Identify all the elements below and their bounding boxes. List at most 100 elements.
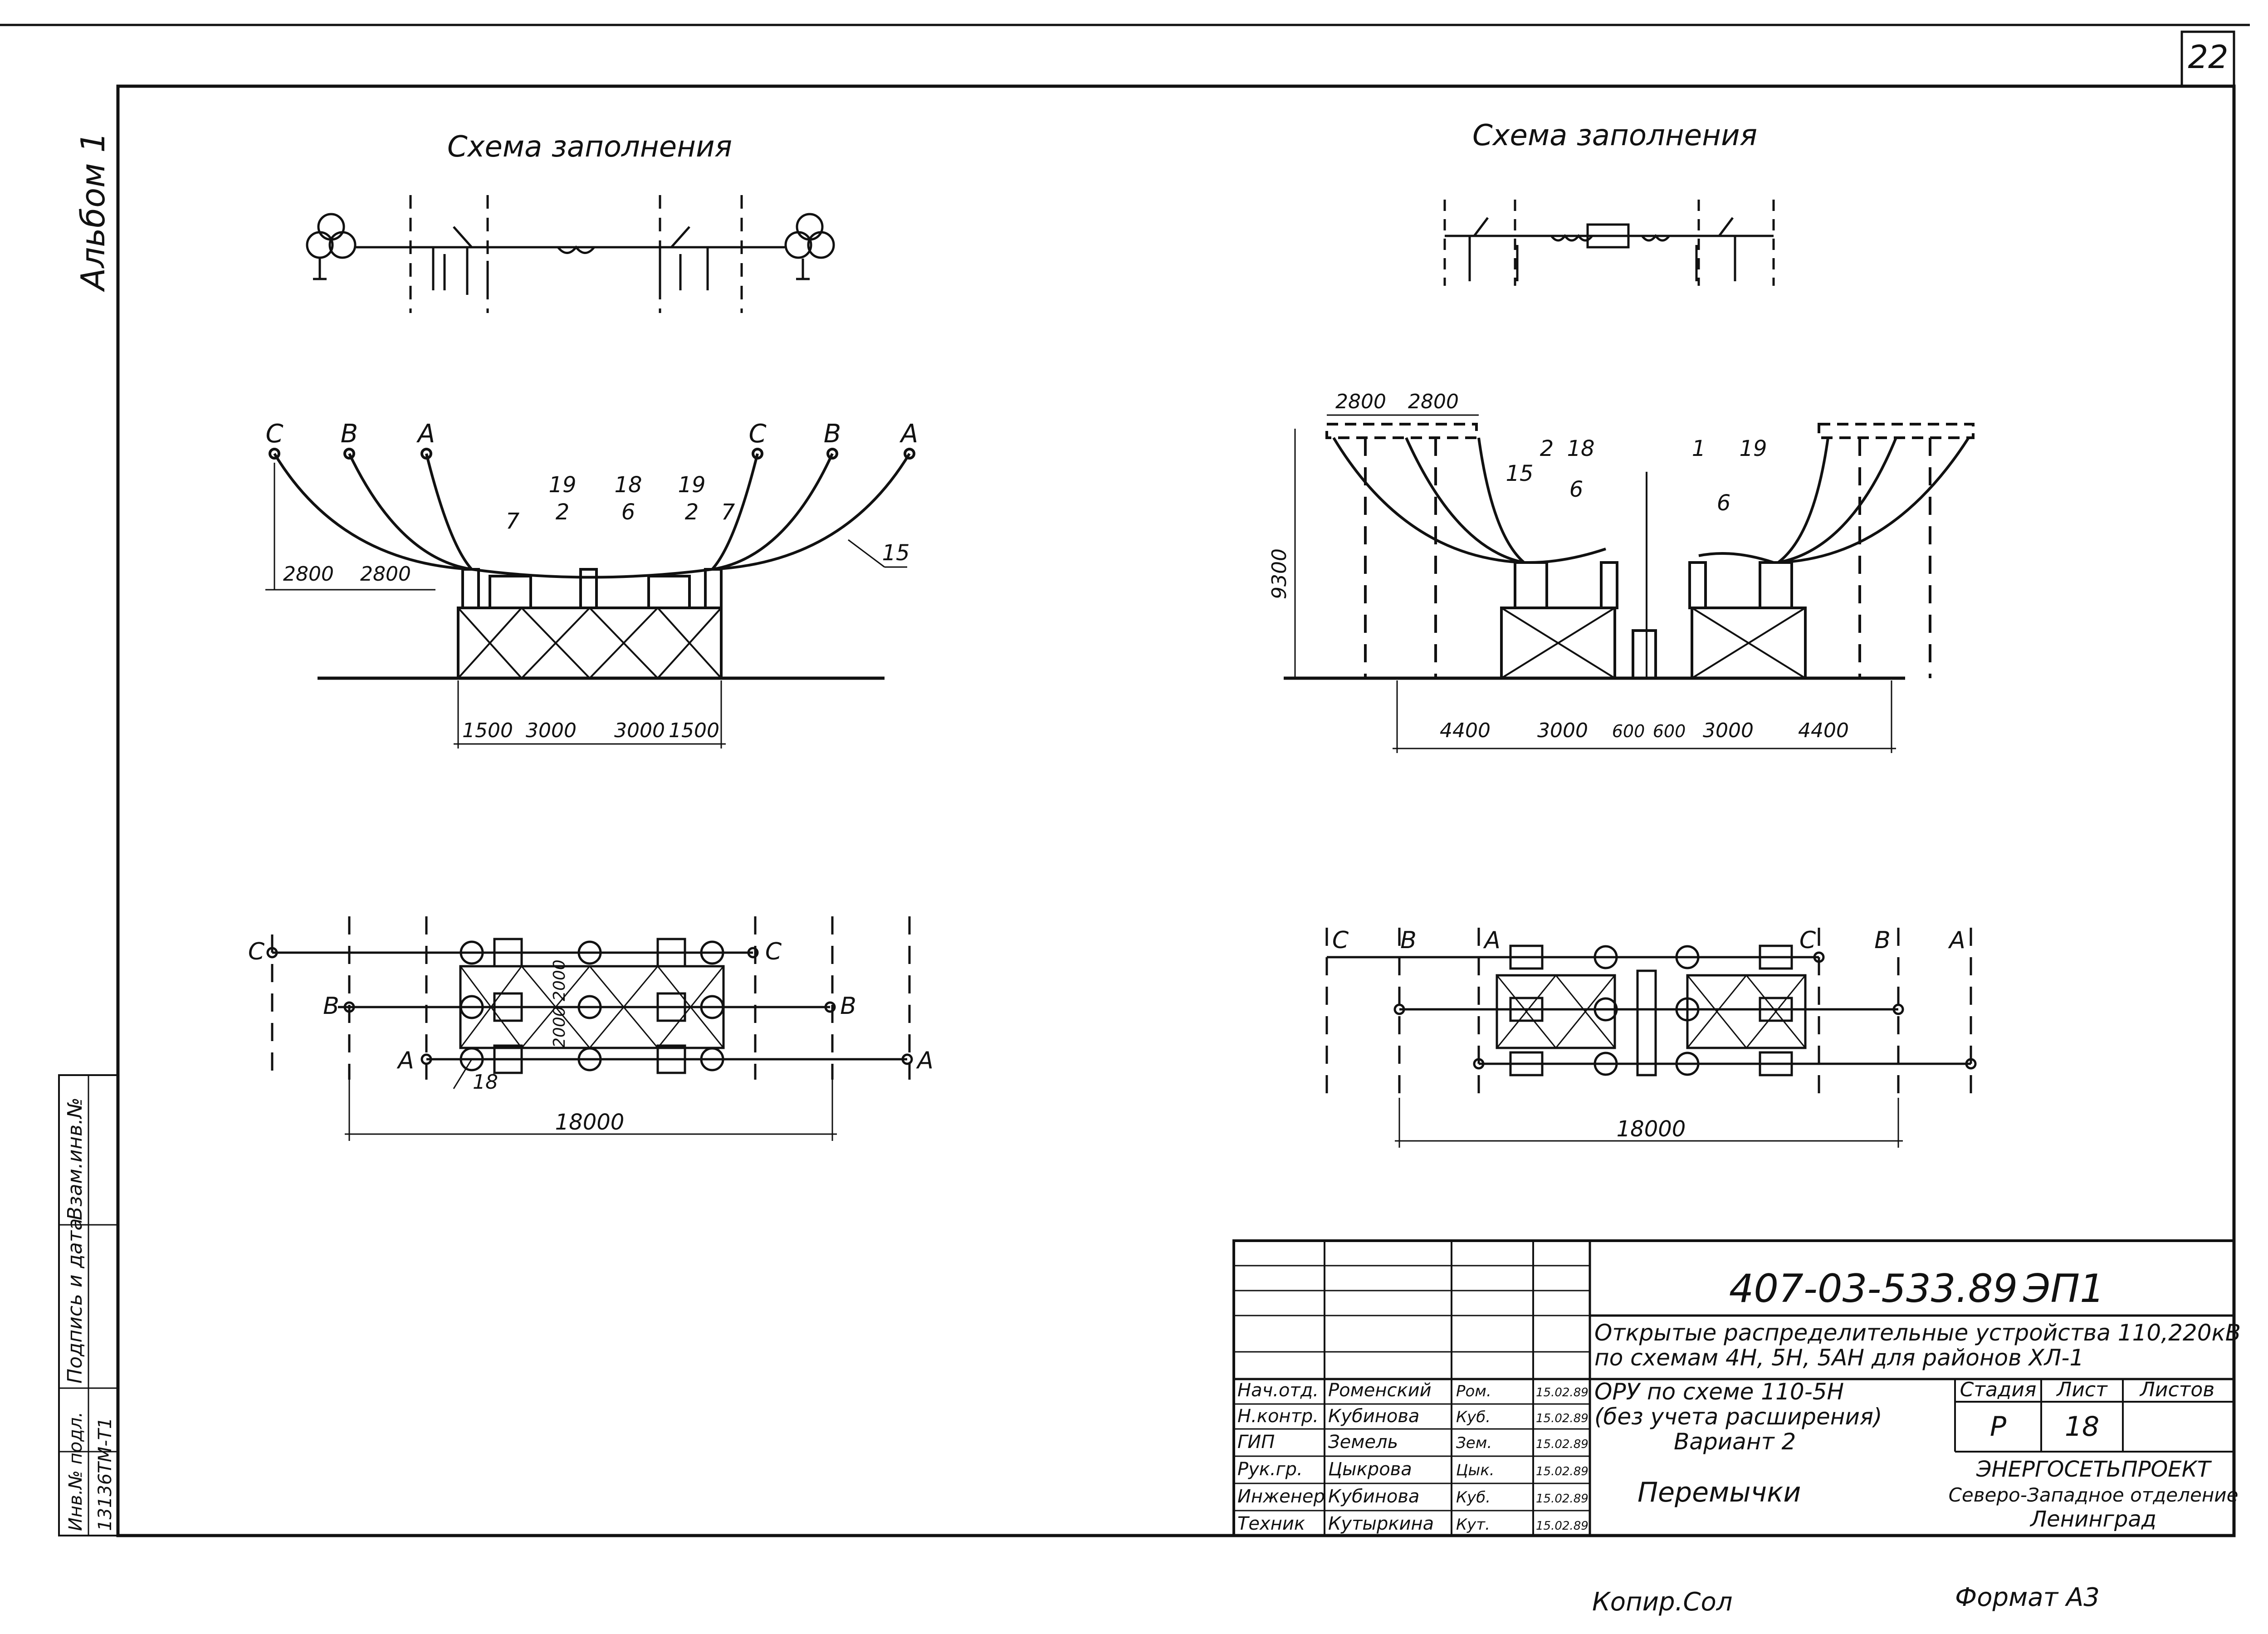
left-callout-19a: 19 — [548, 472, 576, 498]
right-dim-600b: 600 — [1653, 721, 1686, 741]
left-dim-2800a: 2800 — [283, 563, 334, 586]
sig-sign: Куб. — [1456, 1488, 1491, 1507]
sheet-title: Перемычки — [1637, 1477, 1801, 1508]
sig-sign: Ром. — [1456, 1382, 1491, 1400]
sig-sign: Цык. — [1456, 1461, 1495, 1479]
left-dim-2800b: 2800 — [360, 563, 411, 586]
left-callout-2a: 2 — [556, 499, 570, 525]
sheet-frame: 22 Альбом 1 — [0, 24, 2250, 1537]
sig-sign: Кут. — [1456, 1516, 1490, 1534]
left-plan-dimension: 18000 — [555, 1110, 625, 1135]
stage-header: Стадия — [1960, 1378, 2037, 1401]
left-phase-c-2: C — [748, 419, 766, 449]
left-callout-19b: 19 — [678, 472, 705, 498]
stage-value: Р — [1990, 1411, 2007, 1443]
sig-date: 15.02.89 — [1536, 1492, 1589, 1506]
org-line-2: Северо-Западное отделение — [1949, 1484, 2239, 1506]
left-phase-c-1: C — [265, 419, 283, 449]
right-plan-labels: C B A C B A 18000 — [1332, 927, 1965, 1142]
right-plan-phase-a-2: A — [1948, 927, 1965, 954]
sig-date: 15.02.89 — [1536, 1519, 1589, 1533]
stamp-label-inv-number: 13136ТМ-Т1 — [95, 1417, 116, 1531]
left-phase-b-2: B — [824, 419, 841, 449]
left-callout-7a: 7 — [506, 509, 520, 534]
sig-name: Кубинова — [1328, 1486, 1419, 1507]
right-callout-1: 1 — [1692, 436, 1706, 461]
album-label: Альбом 1 — [74, 132, 112, 292]
right-dim-3000b: 3000 — [1703, 719, 1754, 742]
left-phase-labels: C B A C B A — [265, 419, 918, 449]
right-callout-2: 2 — [1540, 436, 1554, 461]
left-dim-3000b: 3000 — [614, 719, 665, 742]
right-plan-phase-b-1: B — [1400, 927, 1417, 954]
right-dim-600a: 600 — [1612, 721, 1645, 741]
sig-role: Рук.гр. — [1237, 1459, 1303, 1480]
sig-role: Н.контр. — [1237, 1406, 1319, 1427]
sig-name: Цыкрова — [1328, 1459, 1412, 1480]
page-number: 22 — [2188, 39, 2228, 76]
right-callout-15: 15 — [1505, 461, 1533, 486]
left-plan-phase-b-2: B — [840, 993, 856, 1020]
left-scheme-title: Схема заполнения — [447, 130, 732, 164]
right-dim-3000a: 3000 — [1537, 719, 1588, 742]
title-block — [1232, 1239, 2235, 1537]
doc-suffix: ЭП1 — [2023, 1266, 2104, 1311]
format-label: Формат А3 — [1955, 1583, 2100, 1612]
left-callout-7b: 7 — [721, 499, 735, 525]
left-callout-15: 15 — [882, 540, 909, 566]
right-dim-2800b: 2800 — [1408, 390, 1459, 413]
left-dimensions: 2800 2800 1500 3000 3000 1500 — [283, 563, 719, 742]
left-elevation — [265, 448, 915, 749]
sig-name: Кубинова — [1328, 1406, 1419, 1427]
sig-name: Земель — [1328, 1432, 1398, 1453]
right-dim-9300: 9300 — [1268, 548, 1291, 599]
sig-sign: Зем. — [1456, 1434, 1492, 1452]
left-callouts: 7 19 2 18 6 19 2 7 15 — [506, 472, 910, 566]
sheet-line-3: Вариант 2 — [1674, 1429, 1796, 1455]
sig-name: Роменский — [1328, 1380, 1432, 1401]
right-single-line-scheme — [1443, 200, 1775, 286]
left-dim-1500a: 1500 — [462, 719, 513, 742]
sheet-line-2: (без учета расширения) — [1594, 1404, 1882, 1430]
right-plan-phase-a-1: A — [1483, 927, 1501, 954]
side-stamp: Взам.инв.№ Подпись и дата Инв.№ подл. 13… — [58, 1074, 119, 1536]
left-phase-a-1: A — [416, 419, 435, 449]
sheet-number: 18 — [2065, 1411, 2099, 1443]
left-plan-phase-c-2: C — [765, 938, 782, 965]
left-phase-a-2: A — [899, 419, 918, 449]
left-plan-phase-a-2: A — [916, 1047, 934, 1074]
left-plan — [266, 916, 913, 1141]
project-line-2: по схемам 4Н, 5Н, 5АН для районов ХЛ-1 — [1594, 1345, 2084, 1371]
sheet-line-1: ОРУ по схеме 110-5Н — [1594, 1379, 1844, 1405]
sig-date: 15.02.89 — [1536, 1465, 1589, 1478]
right-dimensions: 2800 2800 9300 4400 3000 600 600 3000 44… — [1268, 390, 1849, 742]
sig-date: 15.02.89 — [1536, 1438, 1589, 1451]
doc-code: 407-03-533.89 — [1729, 1266, 2018, 1311]
right-callouts: 2 15 18 6 1 19 6 — [1505, 436, 1767, 516]
right-elevation — [1284, 414, 1975, 753]
signature-table: Нач.отд. Роменский Ром. 15.02.89 Н.контр… — [1237, 1380, 1589, 1534]
left-phase-b-1: B — [341, 419, 358, 449]
org-line-3: Ленинград — [2029, 1507, 2156, 1532]
copy-label: Копир.Сол — [1592, 1587, 1733, 1617]
left-dim-1500b: 1500 — [669, 719, 719, 742]
sig-role: Нач.отд. — [1237, 1380, 1319, 1401]
stamp-label-inv-original: Инв.№ подл. — [65, 1412, 86, 1531]
sig-sign: Куб. — [1456, 1408, 1491, 1426]
right-dim-4400b: 4400 — [1798, 719, 1849, 742]
left-plan-phase-b-1: B — [323, 993, 339, 1020]
right-dim-2800a: 2800 — [1335, 390, 1386, 413]
sig-role: Инженер — [1237, 1486, 1325, 1507]
left-plan-callout-18: 18 — [473, 1071, 498, 1094]
left-plan-labels: C B A C B A 18000 2000 2000 18 — [248, 938, 934, 1135]
sig-role: ГИП — [1237, 1432, 1275, 1453]
left-plan-phase-a-1: A — [396, 1047, 414, 1074]
sig-role: Техник — [1237, 1513, 1305, 1534]
sheets-header: Листов — [2139, 1378, 2214, 1401]
right-callout-19: 19 — [1739, 436, 1767, 461]
left-dim-3000a: 3000 — [526, 719, 577, 742]
left-plan-phase-c-1: C — [248, 938, 265, 965]
left-callout-6: 6 — [621, 499, 635, 525]
right-plan-dimension: 18000 — [1617, 1116, 1686, 1142]
